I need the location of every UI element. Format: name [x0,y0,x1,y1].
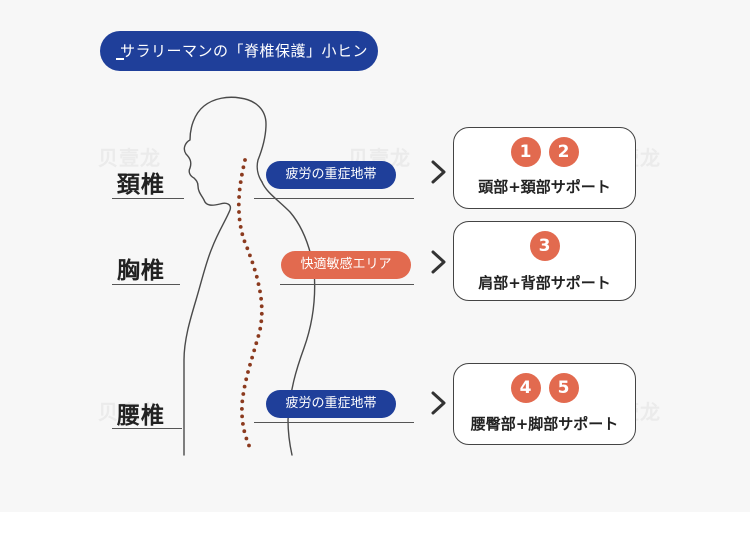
lumbar-tag-line [254,422,414,423]
spine-dot [240,399,245,404]
lumbar-tag: 疲労の重症地帯 [266,390,396,418]
spine-dots [236,158,264,448]
spine-dot [240,407,244,411]
spine-dot [256,282,261,286]
spine-dot [242,239,247,244]
spine-dot [247,443,251,448]
cervical-support-card: 1 2 頭部+頚部サポート [453,127,636,209]
spine-dot [243,158,247,162]
spine-dot [252,267,257,272]
spine-dot [256,334,261,338]
support-text: 腰臀部+脚部サポート [470,415,619,433]
spine-dot [248,362,252,367]
cervical-label-underline [112,198,184,199]
spine-dot [238,225,243,229]
spine-dot [248,253,252,258]
spine-dot [240,172,244,177]
spine-dot [254,274,259,279]
spine-dot [254,341,259,346]
lumbar-label: 腰椎 [117,403,165,429]
spine-dot [252,348,257,353]
watermark: 贝壹龙 [98,400,161,424]
spine-dot [258,289,262,294]
spine-dot [242,429,247,434]
lumbar-label-underline [112,428,182,429]
spine-dot [258,326,263,331]
spine-dot [237,195,242,199]
spine-dot [259,296,263,301]
spine-dot [237,217,242,222]
spine-dot [259,304,264,309]
spine-dot [250,355,255,360]
support-text: 肩部+背部サポート [478,274,611,292]
cervical-tag: 疲労の重症地帯 [266,161,396,189]
number-badge: 2 [548,137,579,167]
page-title: サラリーマンの「脊椎保護」小ヒン [120,42,369,60]
thoracic-tag: 快適敏感エリア [281,251,411,279]
chevron-right-icon [431,160,446,184]
cervical-label: 頚椎 [117,172,165,198]
watermark: 贝壹龙 [98,146,161,170]
spine-dot [236,202,241,207]
body-silhouette [183,96,316,456]
lumbar-support-card: 4 5 腰臀部+脚部サポート [453,363,636,445]
spine-dot [244,436,249,441]
spine-dot [237,187,242,192]
spine-dot [242,384,247,389]
spine-dot [240,232,245,237]
number-badge: 1 [510,137,541,167]
cervical-tag-line [254,198,414,199]
spine-dot [241,422,245,426]
spine-dot [259,319,264,324]
thoracic-label-underline [112,284,180,285]
chevron-right-icon [431,391,446,415]
spine-dot [259,311,264,316]
support-text: 頭部+頚部サポート [478,178,611,196]
number-badge: 4 [510,373,541,403]
number-badge: 5 [548,373,579,403]
thoracic-support-card: 3 肩部+背部サポート [453,221,636,301]
chevron-right-icon [431,250,446,274]
thoracic-label: 胸椎 [117,258,165,284]
title-pill: サラリーマンの「脊椎保護」小ヒン [100,31,378,71]
spine-dot [246,370,250,374]
number-badge: 3 [529,231,560,261]
spine-dot [250,260,255,265]
spine-dot [244,377,249,382]
spine-dot [241,392,246,396]
spine-dot [238,180,243,185]
spine-dot [241,165,246,170]
spine-dot [240,414,245,419]
spine-dot [237,210,241,214]
thoracic-tag-line [280,284,414,285]
spine-dot [245,246,250,251]
title-bar-mark [116,58,124,60]
